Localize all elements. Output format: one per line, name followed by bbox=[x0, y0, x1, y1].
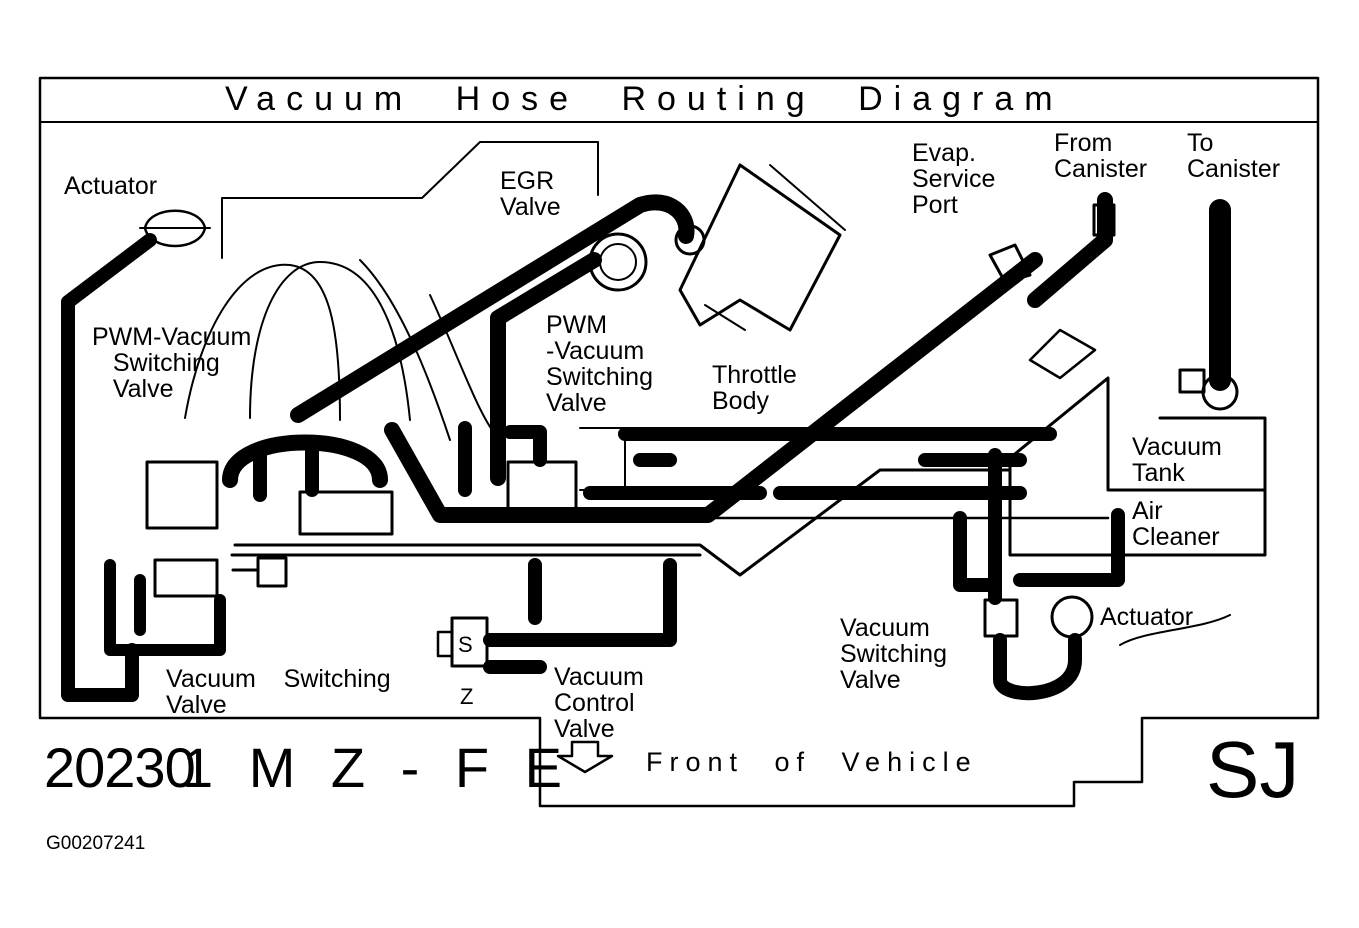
actuator-right-mount bbox=[1119, 614, 1231, 646]
from-canister-hose bbox=[1027, 192, 1113, 308]
sj-mark: SJ bbox=[1206, 725, 1300, 814]
label-actuator-left: Actuator bbox=[64, 172, 158, 200]
code-number: 20230 bbox=[44, 736, 196, 799]
from-canister-fitting bbox=[1092, 203, 1116, 237]
label-evap-service-port: Evap. Service Port bbox=[912, 139, 996, 219]
vacuum-tank bbox=[1008, 376, 1267, 557]
label-vsv-bottom: Vacuum Switching Valve bbox=[166, 665, 391, 719]
engine-code: 1 M Z - F E bbox=[182, 736, 572, 799]
evap-service-port bbox=[988, 243, 1032, 284]
front-arrow-icon bbox=[556, 740, 614, 774]
egr-hose bbox=[290, 194, 695, 423]
pwm-vsv-left-hose bbox=[222, 434, 388, 488]
label-actuator-right: Actuator bbox=[1100, 603, 1194, 631]
label-throttle-body: Throttle Body bbox=[712, 361, 797, 415]
throttle-body bbox=[678, 163, 842, 332]
label-pwm-vsv-left: PWM-Vacuum Switching Valve bbox=[92, 323, 252, 403]
actuator-left-hose bbox=[61, 233, 157, 702]
intake-runner-2 bbox=[249, 261, 411, 421]
pwm-vsv-left-body bbox=[145, 460, 219, 530]
egr-pipe bbox=[490, 252, 602, 486]
label-egr-valve: EGR Valve bbox=[500, 167, 561, 221]
actuator-right bbox=[1050, 595, 1094, 639]
intake-runner-1 bbox=[184, 263, 341, 421]
main-vacuum-hose bbox=[384, 252, 1043, 523]
air-cleaner-hose bbox=[1013, 508, 1125, 587]
label-z: Z bbox=[460, 684, 474, 709]
vcv-hose bbox=[483, 558, 677, 647]
front-of-vehicle-label: Front of Vehicle bbox=[646, 747, 978, 777]
vsv-right-hose bbox=[993, 633, 1082, 701]
diagram-title: Vacuum Hose Routing Diagram bbox=[225, 80, 1064, 118]
lower-vacuum-line bbox=[233, 468, 1012, 577]
label-air-cleaner: Air Cleaner bbox=[1132, 497, 1220, 551]
figure-id: G00207241 bbox=[46, 833, 146, 854]
engine-outline bbox=[221, 141, 599, 259]
label-from-canister: From Canister bbox=[1054, 129, 1148, 183]
vsv-bottom-body bbox=[153, 558, 219, 598]
label-vacuum-control-valve: Vacuum Control Valve bbox=[554, 663, 644, 743]
pwm-vsv-left-valve bbox=[298, 490, 394, 536]
label-vacuum-tank: Vacuum Tank bbox=[1132, 433, 1222, 487]
vsv-right bbox=[983, 598, 1019, 638]
diagram-frame bbox=[38, 76, 1320, 808]
label-to-canister: To Canister bbox=[1187, 129, 1281, 183]
label-pwm-vsv-center: PWM -Vacuum Switching Valve bbox=[546, 311, 653, 417]
label-vsv-right: Vacuum Switching Valve bbox=[840, 614, 947, 694]
label-s: S bbox=[458, 632, 473, 657]
